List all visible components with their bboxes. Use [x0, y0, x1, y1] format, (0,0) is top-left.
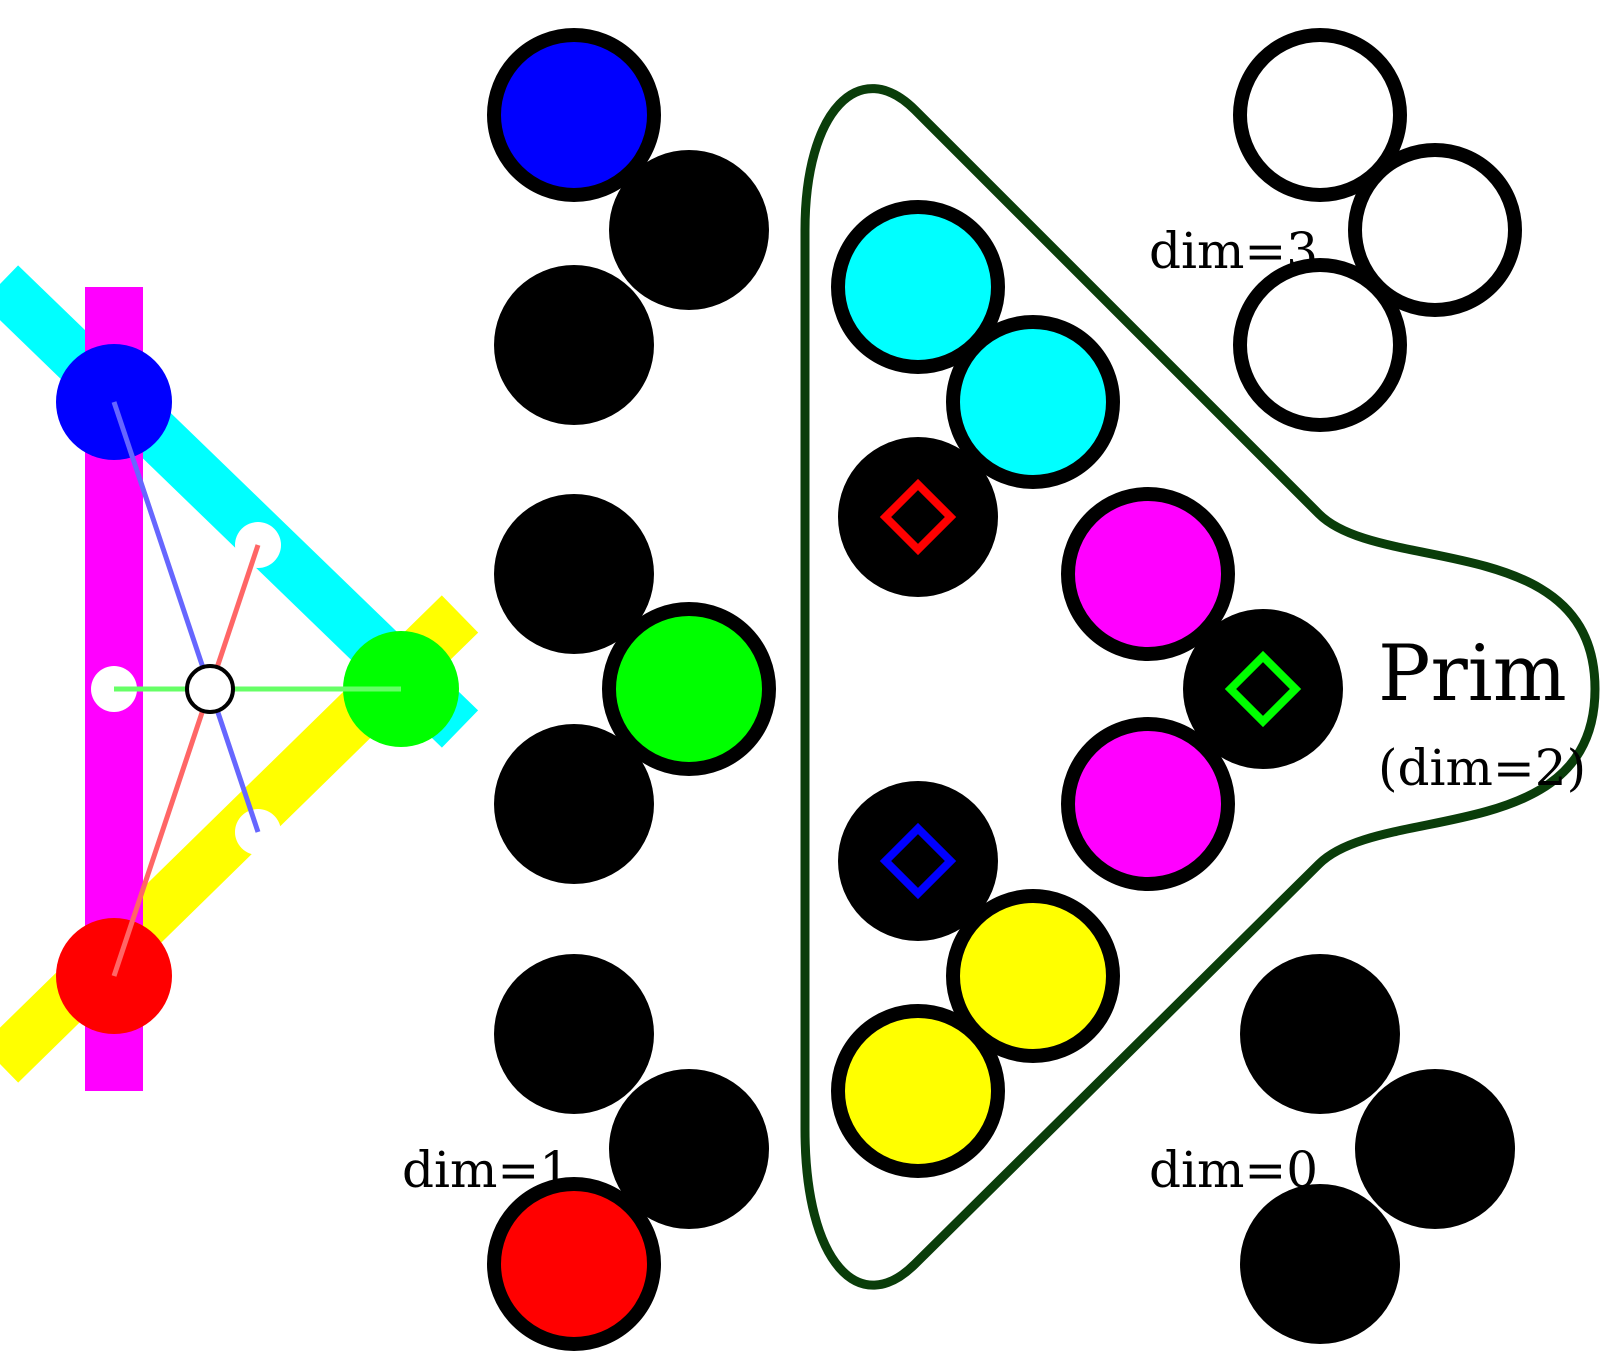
cyan-ball	[831, 200, 1005, 374]
red-ball	[487, 1177, 661, 1351]
yellow-ball	[831, 1004, 1005, 1178]
magenta-ball	[1061, 717, 1235, 891]
magenta-ball	[1061, 487, 1235, 661]
black-ball	[838, 437, 998, 597]
green-ball	[602, 602, 776, 776]
group-top-right	[1233, 28, 1522, 432]
red-median	[111, 544, 261, 977]
blue-median	[111, 401, 261, 833]
label-prim-dim: (dim=2)	[1378, 739, 1586, 797]
black-ball	[838, 781, 998, 941]
prim-cyan-group	[831, 200, 1120, 597]
green-diamond-marker	[1224, 650, 1302, 728]
white-ball	[1348, 143, 1522, 317]
black-ball	[609, 150, 769, 310]
cyan-ball	[946, 315, 1120, 489]
black-ball	[494, 724, 654, 884]
group-mid-left	[494, 494, 776, 884]
prim-magenta-group	[1061, 487, 1343, 891]
white-ball	[1233, 28, 1407, 202]
black-ball	[494, 494, 654, 654]
triangle-construction	[0, 265, 479, 1091]
group-top-left	[487, 28, 769, 425]
group-bottom-right	[1240, 954, 1515, 1344]
label-dim-3: dim=3	[1149, 222, 1318, 280]
black-ball	[1183, 609, 1343, 769]
black-ball	[1355, 1069, 1515, 1229]
prim-yellow-group	[831, 781, 1120, 1178]
label-dim-0: dim=0	[1149, 1141, 1318, 1199]
black-ball	[1240, 1184, 1400, 1344]
prim-outline	[800, 84, 1600, 1290]
centroid	[185, 664, 235, 714]
black-ball	[1240, 954, 1400, 1114]
black-ball	[494, 954, 654, 1114]
label-prim: Prim	[1378, 629, 1567, 719]
black-ball	[609, 1069, 769, 1229]
group-bottom-left	[487, 954, 769, 1351]
yellow-ball	[946, 889, 1120, 1063]
label-dim-1: dim=1	[402, 1141, 571, 1199]
red-diamond-marker	[879, 478, 957, 556]
black-ball	[494, 265, 654, 425]
blue-diamond-marker	[879, 822, 957, 900]
white-ball	[1233, 258, 1407, 432]
blue-ball	[487, 28, 661, 202]
